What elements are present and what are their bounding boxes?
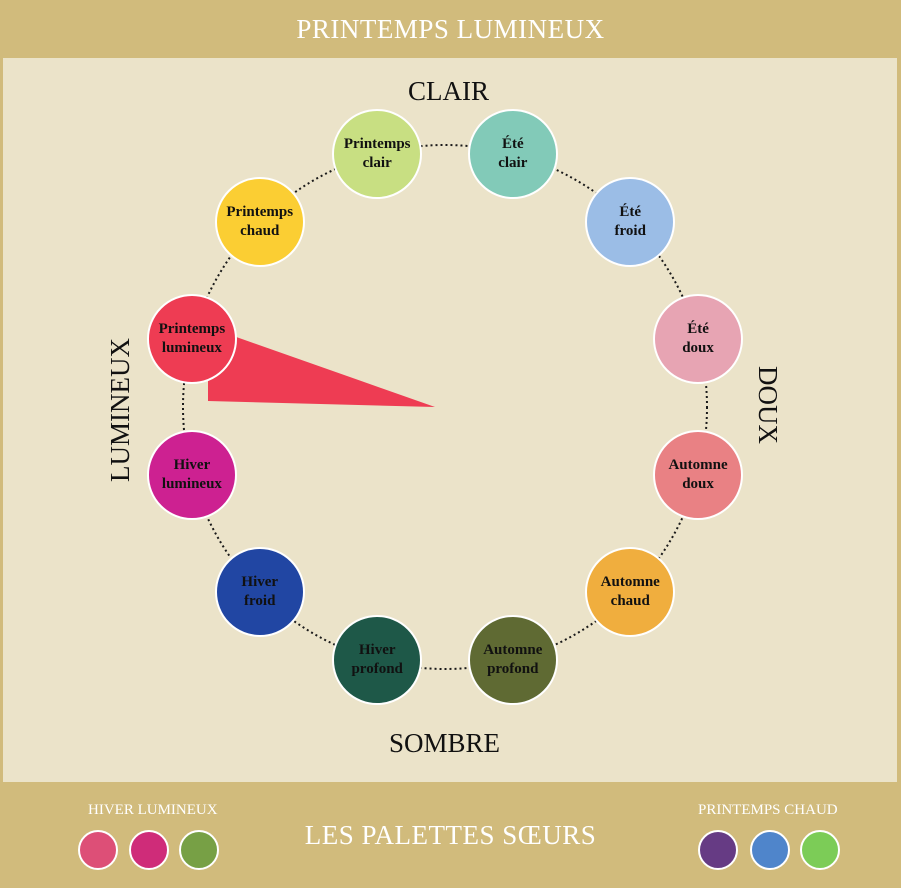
sister-palettes-title: LES PALETTES SŒURS: [304, 820, 597, 850]
season-label-line2: froid: [244, 593, 276, 610]
season-automne-profond[interactable]: Automne profond: [467, 615, 558, 706]
axis-label-left: LUMINEUX: [105, 338, 135, 482]
season-label-line1: Hiver: [173, 456, 211, 473]
right-palette-swatch[interactable]: [698, 830, 738, 870]
season-label-line2: lumineux: [161, 340, 222, 357]
right-palette-label: PRINTEMPS CHAUD: [698, 802, 838, 818]
left-palette-label: HIVER LUMINEUX: [88, 802, 218, 818]
dotted-ring: [182, 144, 708, 670]
season-label-line2: chaud: [240, 222, 280, 239]
season-label-line2: froid: [614, 222, 646, 239]
header-bar: PRINTEMPS LUMINEUX: [0, 0, 901, 58]
season-hiver-froid[interactable]: Hiver froid: [214, 547, 305, 638]
season-hiver-profond[interactable]: Hiver profond: [332, 615, 423, 706]
season-label-line2: profond: [487, 661, 539, 678]
season-label-line2: clair: [498, 154, 528, 171]
pointer-wedge: [208, 327, 435, 407]
season-label-line2: chaud: [610, 593, 650, 610]
season-label-line1: Automne: [668, 456, 728, 473]
season-label-line2: profond: [351, 661, 403, 678]
right-palette-swatch[interactable]: [750, 830, 790, 870]
season-ete-clair[interactable]: Été clair: [467, 108, 558, 199]
axis-label-right: DOUX: [753, 366, 783, 444]
axis-label-bottom: SOMBRE: [389, 728, 501, 758]
season-label-line1: Printemps: [158, 321, 226, 338]
right-palette-swatch[interactable]: [800, 830, 840, 870]
season-label-line1: Été: [501, 135, 524, 152]
season-label-line1: Printemps: [343, 135, 411, 152]
season-label-line2: lumineux: [161, 475, 222, 492]
season-automne-doux[interactable]: Automne doux: [653, 429, 744, 520]
season-label-line1: Hiver: [241, 574, 279, 591]
season-label-line2: doux: [682, 475, 714, 492]
page-title: PRINTEMPS LUMINEUX: [296, 13, 605, 44]
season-printemps-lumineux[interactable]: Printemps lumineux: [146, 294, 237, 385]
left-palette-swatch[interactable]: [78, 830, 118, 870]
season-label-line2: clair: [362, 154, 392, 171]
season-label-line2: doux: [682, 340, 714, 357]
season-label-line1: Hiver: [358, 642, 396, 659]
axis-label-top: CLAIR: [408, 76, 489, 106]
season-label-line1: Été: [687, 321, 709, 338]
season-hiver-lumineux[interactable]: Hiver lumineux: [146, 429, 237, 520]
wheel-graphic: [182, 144, 708, 670]
season-label-line1: Automne: [600, 574, 660, 591]
season-label-line1: Été: [619, 203, 642, 220]
season-automne-chaud[interactable]: Automne chaud: [585, 547, 676, 638]
left-palette-swatch[interactable]: [179, 830, 219, 870]
season-ete-froid[interactable]: Été froid: [585, 176, 676, 267]
season-ete-doux[interactable]: Été doux: [653, 294, 744, 385]
footer-bar: HIVER LUMINEUX LES PALETTES SŒURS PRINTE…: [0, 782, 901, 888]
season-printemps-chaud[interactable]: Printemps chaud: [214, 176, 305, 267]
season-printemps-clair[interactable]: Printemps clair: [332, 108, 423, 199]
season-wheel-panel: CLAIR SOMBRE DOUX LUMINEUX Printemps clai…: [3, 58, 897, 782]
season-label-line1: Automne: [483, 642, 543, 659]
left-palette-swatch[interactable]: [129, 830, 169, 870]
season-label-line1: Printemps: [226, 203, 294, 220]
